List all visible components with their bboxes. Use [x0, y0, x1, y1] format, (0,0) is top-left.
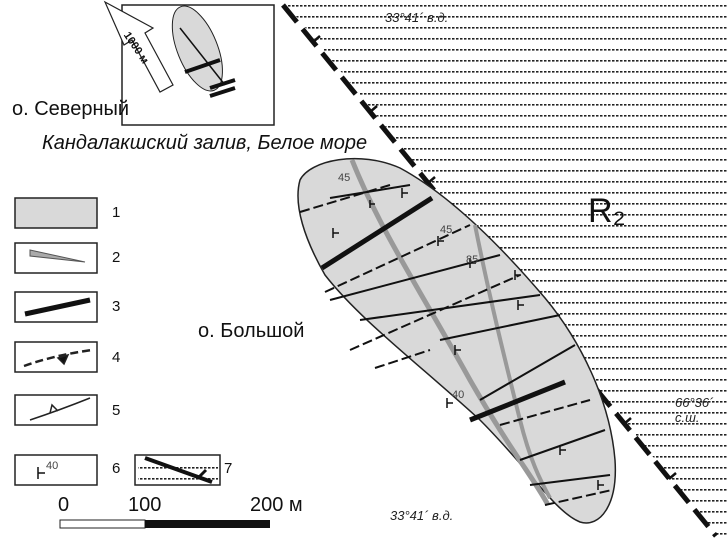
longitude-top: 33°41´ в.д. [385, 10, 449, 25]
longitude-bottom: 33°41´ в.д. [390, 508, 454, 523]
island-big-label: о. Большой [198, 320, 305, 342]
legend-1: 1 [112, 204, 121, 221]
dip-value: 40 [452, 389, 465, 401]
strike-dip-symbols [332, 188, 604, 490]
island-north-label: о. Северный [12, 98, 130, 120]
scale-bar-dark [145, 520, 270, 528]
dip-value: 85 [466, 254, 479, 266]
legend-4: 4 [112, 349, 121, 366]
island-bolshoy [297, 157, 617, 524]
legend-6-dip: 40 [46, 460, 59, 472]
legend-2: 2 [112, 249, 121, 266]
dip-value: 45 [440, 224, 453, 236]
inset-direction-arrow [103, 0, 174, 93]
scale-tick-200: 200 м [250, 494, 303, 516]
thick-veins [320, 195, 566, 423]
legend-5: 5 [112, 402, 121, 419]
legend-symbols [14, 197, 221, 486]
inset-vein [184, 58, 221, 74]
scale-tick-100: 100 [128, 494, 162, 516]
faults [299, 184, 613, 506]
inset-island [171, 5, 223, 92]
legend-6: 6 [112, 460, 121, 477]
dike [349, 159, 551, 507]
latitude-label: 66°36´ с.ш. [675, 395, 714, 425]
bay-label: Кандалакшский залив, Белое море [42, 132, 368, 154]
scale-tick-0: 0 [58, 494, 70, 516]
scale-bar-light [59, 519, 146, 529]
legend-7: 7 [224, 460, 233, 477]
rock-unit-label: R₂ [588, 192, 626, 230]
dip-value: 45 [338, 172, 351, 184]
legend-3: 3 [112, 298, 121, 315]
